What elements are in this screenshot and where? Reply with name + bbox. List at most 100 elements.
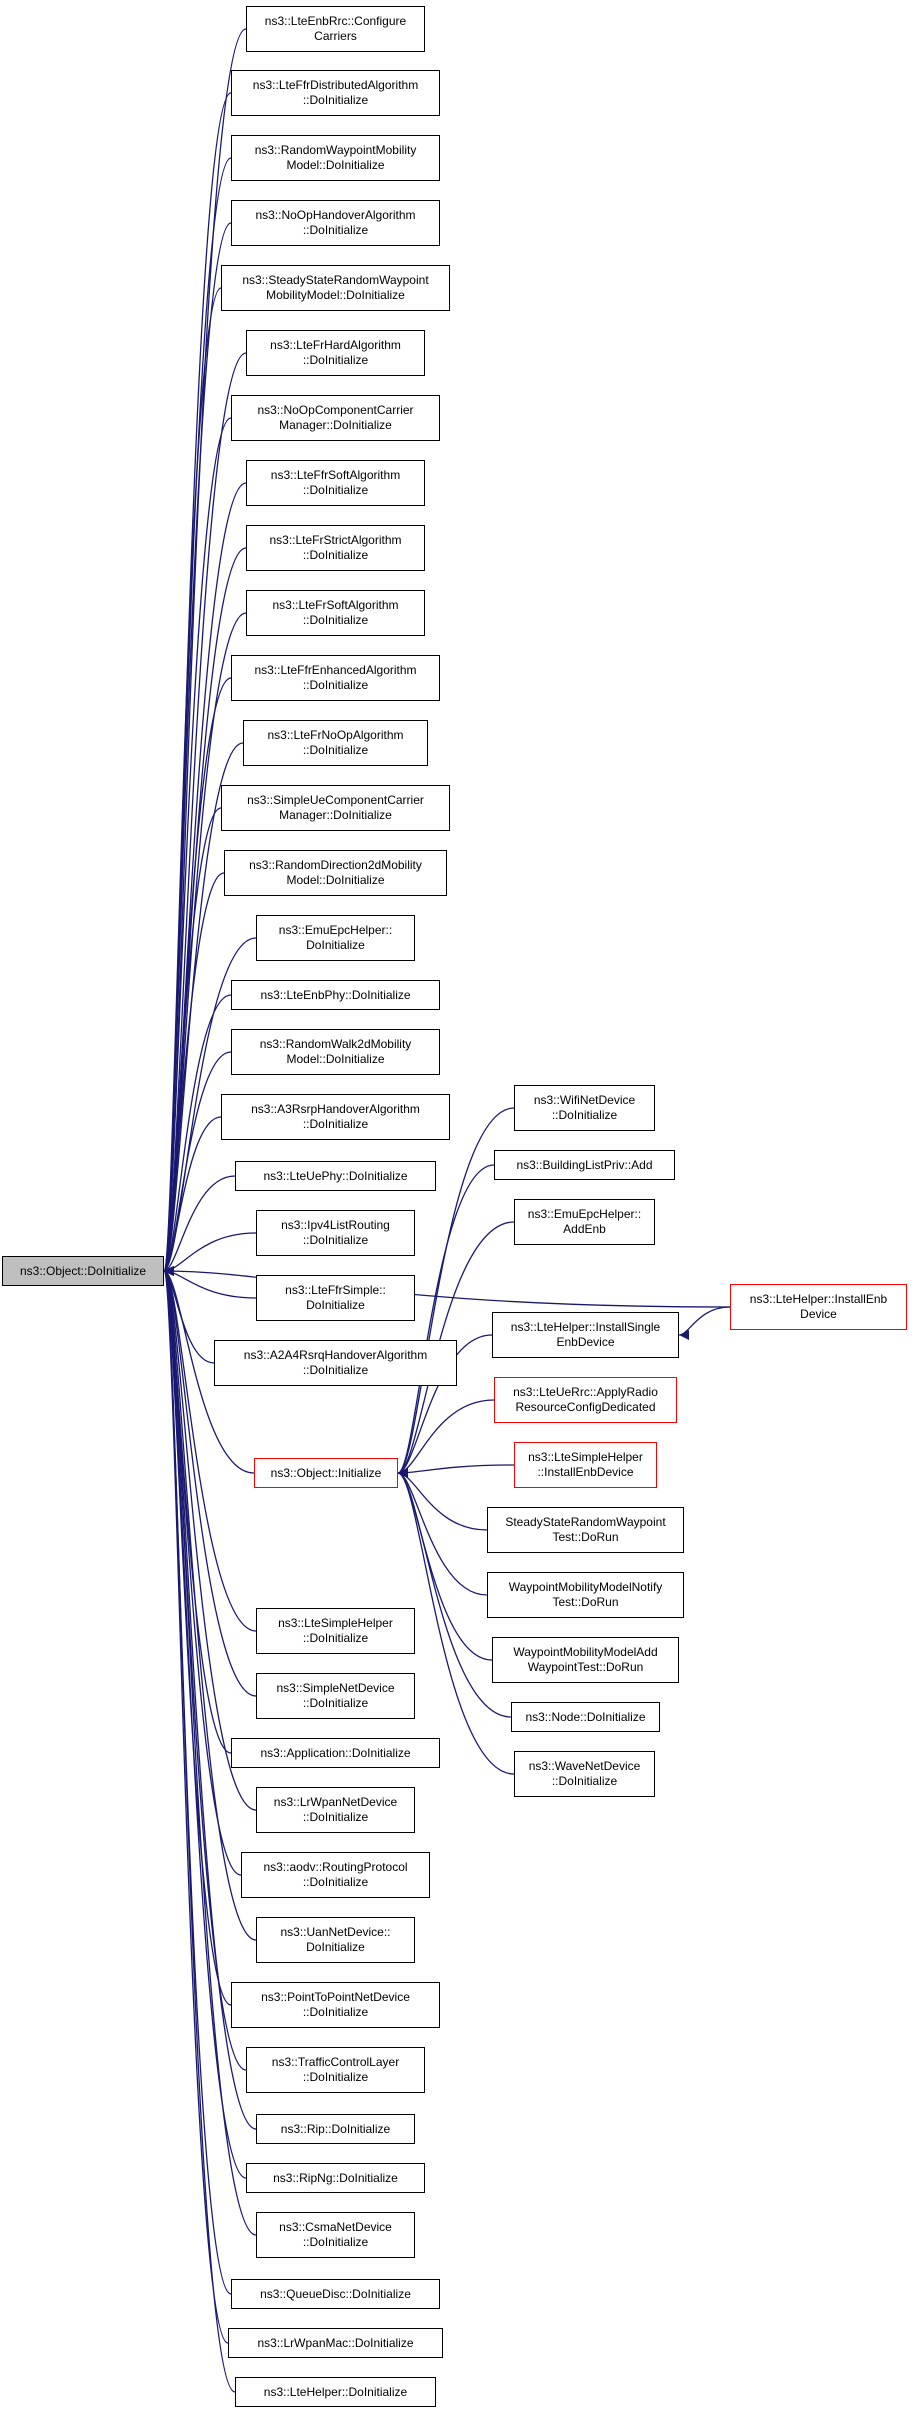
node-label-line: ns3::LteUeRrc::ApplyRadio [513, 1385, 658, 1399]
node-ns3-lteffrsimple-doinitialize[interactable]: ns3::LteFfrSimple::DoInitialize [256, 1275, 415, 1321]
node-ns3-emuepchelper-doinitialize[interactable]: ns3::EmuEpcHelper::DoInitialize [256, 915, 415, 961]
node-ns3-ltesimplehelper-doinitialize[interactable]: ns3::LteSimpleHelper::DoInitialize [256, 1608, 415, 1654]
node-ns3-rip-doinitialize[interactable]: ns3::Rip::DoInitialize [256, 2114, 415, 2144]
node-ns3-queuedisc-doinitialize[interactable]: ns3::QueueDisc::DoInitialize [231, 2279, 440, 2309]
node-label-line: MobilityModel::DoInitialize [266, 288, 405, 302]
node-label-line: ::DoInitialize [302, 2070, 369, 2084]
edge-r2-to-oi [397, 1164, 495, 1478]
node-ns3-lteenbphy-doinitialize[interactable]: ns3::LteEnbPhy::DoInitialize [231, 980, 440, 1010]
node-label-line: Model::DoInitialize [286, 158, 385, 172]
node-ns3-lrwpanmac-doinitialize[interactable]: ns3::LrWpanMac::DoInitialize [228, 2328, 443, 2358]
node-label-line: ::DoInitialize [551, 1774, 618, 1788]
node-ns3-ipv4listrouting-doinitialize[interactable]: ns3::Ipv4ListRouting::DoInitialize [256, 1210, 415, 1256]
node-ns3-trafficcontrollayer-doinitialize[interactable]: ns3::TrafficControlLayer::DoInitialize [246, 2047, 425, 2093]
node-ns3-ripng-doinitialize[interactable]: ns3::RipNg::DoInitialize [246, 2163, 425, 2193]
node-ns3-a2a4rsrqhandoveralgorithm-doinitialize[interactable]: ns3::A2A4RsrqHandoverAlgorithm::DoInitia… [214, 1340, 457, 1386]
node-label-line: ns3::LrWpanMac::DoInitialize [257, 2335, 414, 2350]
node-ns3-wavenetdevice-doinitialize[interactable]: ns3::WaveNetDevice::DoInitialize [514, 1751, 655, 1797]
edge-l16-to-root [163, 994, 232, 1276]
node-label-line: Model::DoInitialize [286, 1052, 385, 1066]
node-label-line: ::DoInitialize [302, 678, 369, 692]
node-label-line: ns3::Node::DoInitialize [525, 1709, 646, 1724]
node-label-line: ns3::LteSimpleHelper [528, 1450, 643, 1464]
node-label-line: ns3::LteFfrEnhancedAlgorithm [254, 663, 417, 677]
node-ns3-application-doinitialize[interactable]: ns3::Application::DoInitialize [231, 1738, 440, 1768]
node-label-line: ns3::Ipv4ListRouting [281, 1218, 390, 1232]
node-ns3-lrwpannetdevice-doinitialize[interactable]: ns3::LrWpanNetDevice::DoInitialize [256, 1787, 415, 1833]
node-label-line: ns3::WifiNetDevice [533, 1093, 636, 1107]
node-ns3-ltesimplehelper-installenbdevice[interactable]: ns3::LteSimpleHelper::InstallEnbDevice [514, 1442, 657, 1488]
node-label-line: Manager::DoInitialize [279, 808, 392, 822]
edge-r8-to-oi [397, 1468, 488, 1596]
edge-l28-to-root [163, 1266, 257, 1941]
node-label-line: Manager::DoInitialize [279, 418, 392, 432]
node-label-line: DoInitialize [306, 938, 365, 952]
node-ns3-simplenetdevice-doinitialize[interactable]: ns3::SimpleNetDevice::DoInitialize [256, 1673, 415, 1719]
node-label-line: ns3::EmuEpcHelper:: [278, 923, 393, 937]
node-label-line: Test::DoRun [552, 1595, 619, 1609]
edge-r1-to-oi [397, 1107, 515, 1478]
node-ns3-ltefrnoopalgorithm-doinitialize[interactable]: ns3::LteFrNoOpAlgorithm::DoInitialize [243, 720, 428, 766]
node-ns3-lteffrsoftalgorithm-doinitialize[interactable]: ns3::LteFfrSoftAlgorithm::DoInitialize [246, 460, 425, 506]
node-ns3-a3rsrphandoveralgorithm-doinitialize[interactable]: ns3::A3RsrpHandoverAlgorithm::DoInitiali… [221, 1094, 450, 1140]
node-ns3-csmanetdevice-doinitialize[interactable]: ns3::CsmaNetDevice::DoInitialize [256, 2212, 415, 2258]
node-label-line: DoInitialize [306, 1940, 365, 1954]
node-label-line: ResourceConfigDedicated [515, 1400, 656, 1414]
node-label-line: ns3::A3RsrpHandoverAlgorithm [251, 1102, 420, 1116]
node-ns3-uannetdevice-doinitialize[interactable]: ns3::UanNetDevice::DoInitialize [256, 1917, 415, 1963]
node-ns3-buildinglistpriv-add[interactable]: ns3::BuildingListPriv::Add [494, 1150, 675, 1180]
node-ns3-lteffrdistributedalgorithm-doinitialize[interactable]: ns3::LteFfrDistributedAlgorithm::DoIniti… [231, 70, 440, 116]
edge-l36-to-root [163, 1266, 236, 2393]
edge-l20-to-root [163, 1232, 257, 1276]
edge-oi-to-root [163, 1266, 255, 1474]
node-ns3-object-initialize[interactable]: ns3::Object::Initialize [254, 1458, 398, 1488]
node-label-line: WaypointTest::DoRun [527, 1660, 644, 1674]
node-label-line: ::DoInitialize [302, 1631, 369, 1645]
node-ns3-aodv-routingprotocol-doinitialize[interactable]: ns3::aodv::RoutingProtocol::DoInitialize [241, 1852, 430, 1898]
edge-l32-to-root [163, 1266, 247, 2179]
node-label-line: Carriers [314, 29, 357, 43]
edge-l4-to-root [163, 222, 232, 1276]
node-label-line: ns3::LteFrNoOpAlgorithm [267, 728, 404, 742]
edge-l21-to-root [163, 1266, 257, 1299]
node-label-line: ns3::LteHelper::InstallEnb [749, 1292, 888, 1306]
node-label-line: ns3::Application::DoInitialize [260, 1745, 411, 1760]
node-ns3-ltefrhardalgorithm-doinitialize[interactable]: ns3::LteFrHardAlgorithm::DoInitialize [246, 330, 425, 376]
node-ns3-pointtopointnetdevice-doinitialize[interactable]: ns3::PointToPointNetDevice::DoInitialize [231, 1982, 440, 2028]
edge-l24-to-root [163, 1266, 257, 1697]
node-ns3-noophandoveralgorithm-doinitialize[interactable]: ns3::NoOpHandoverAlgorithm::DoInitialize [231, 200, 440, 246]
node-ns3-ltehelper-doinitialize[interactable]: ns3::LteHelper::DoInitialize [235, 2377, 436, 2407]
node-ns3-ltefrsoftalgorithm-doinitialize[interactable]: ns3::LteFrSoftAlgorithm::DoInitialize [246, 590, 425, 636]
node-ns3-lteffrenhancedalgorithm-doinitialize[interactable]: ns3::LteFfrEnhancedAlgorithm::DoInitiali… [231, 655, 440, 701]
node-label-line: AddEnb [563, 1222, 606, 1236]
node-ns3-wifinetdevice-doinitialize[interactable]: ns3::WifiNetDevice::DoInitialize [514, 1085, 655, 1131]
node-label-line: ns3::Object::Initialize [270, 1465, 382, 1480]
node-label-line: Device [800, 1307, 837, 1321]
node-label-line: ns3::RipNg::DoInitialize [273, 2170, 398, 2185]
node-label-line: EnbDevice [556, 1335, 615, 1349]
node-label-line: ::DoInitialize [302, 353, 369, 367]
node-ns3-ltefrstrictalgorithm-doinitialize[interactable]: ns3::LteFrStrictAlgorithm::DoInitialize [246, 525, 425, 571]
node-label-line: ns3::NoOpHandoverAlgorithm [255, 208, 416, 222]
node-label-line: ns3::SimpleUeComponentCarrier [247, 793, 424, 807]
node-ns3-node-doinitialize[interactable]: ns3::Node::DoInitialize [511, 1702, 660, 1732]
edge-l35-to-root [163, 1266, 229, 2344]
node-label-line: ::DoInitialize [302, 1363, 369, 1377]
edge-l33-to-root [163, 1266, 257, 2236]
node-ns3-lteuephy-doinitialize[interactable]: ns3::LteUePhy::DoInitialize [235, 1161, 436, 1191]
node-label-line: ns3::LteFfrDistributedAlgorithm [252, 78, 419, 92]
node-ns3-emuepchelper-addenb[interactable]: ns3::EmuEpcHelper::AddEnb [514, 1199, 655, 1245]
